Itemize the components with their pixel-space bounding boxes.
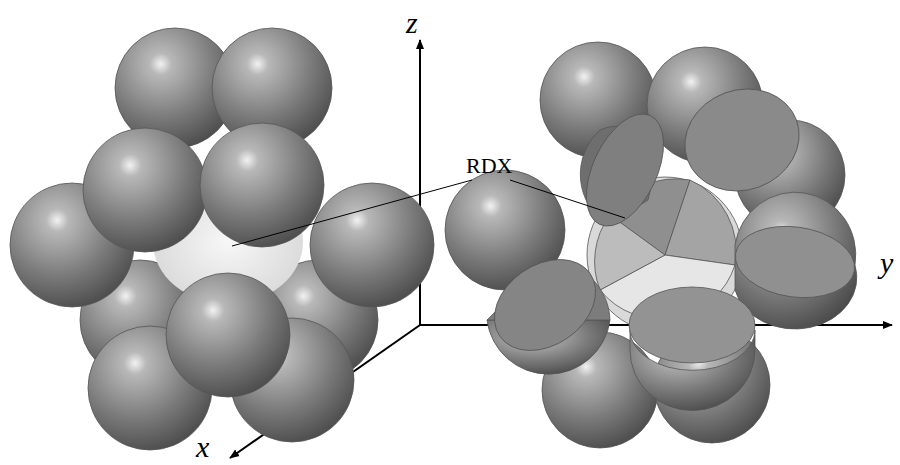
left-cluster [10, 28, 434, 450]
right-cluster [445, 42, 859, 448]
axis-label: x [196, 432, 209, 462]
callout-label: RDX [466, 155, 512, 177]
leader-lines [232, 180, 625, 246]
axis-label: z [406, 8, 418, 38]
axis-label: y [880, 248, 893, 278]
